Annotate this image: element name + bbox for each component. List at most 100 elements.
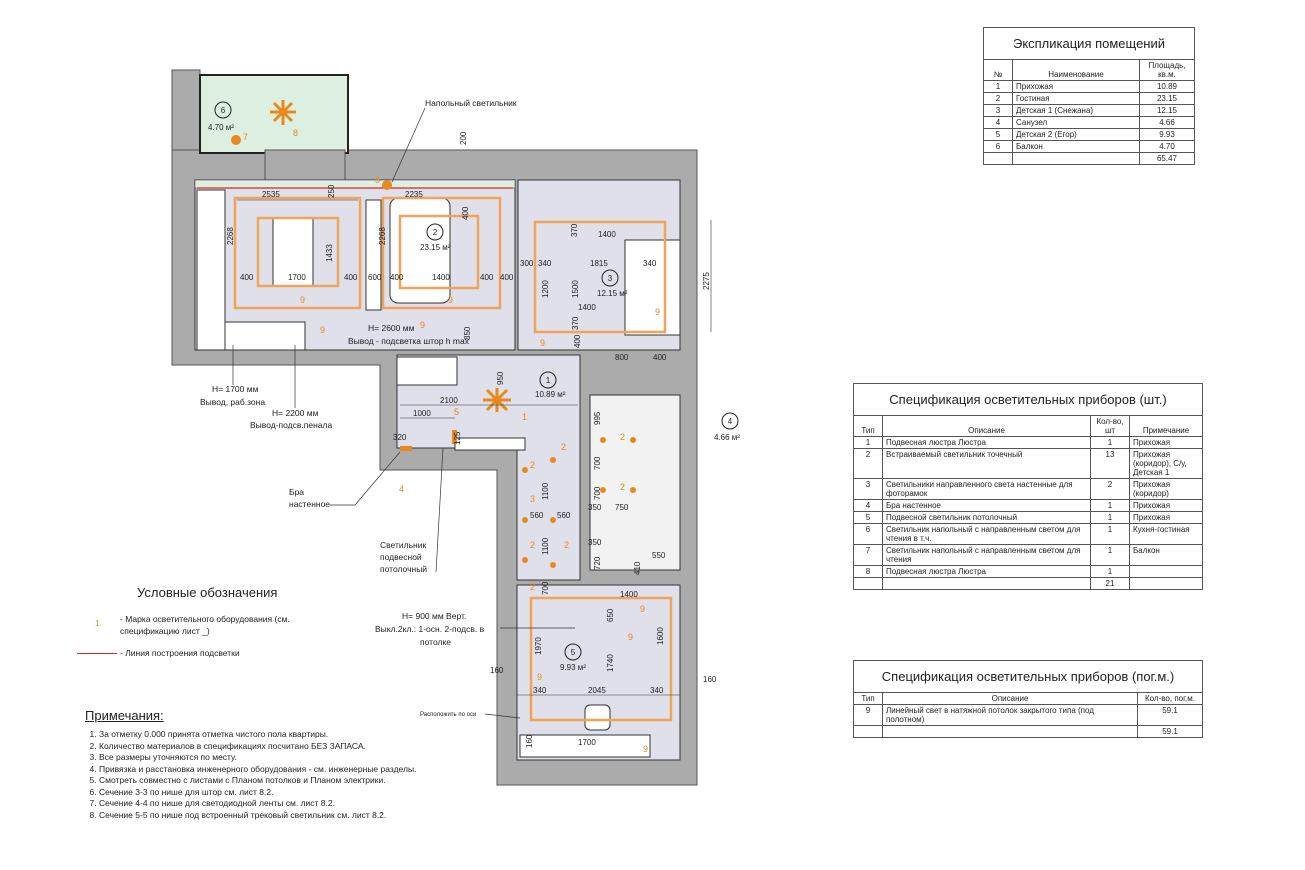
svg-text:12.15 м²: 12.15 м²	[597, 289, 628, 298]
svg-text:720: 720	[593, 556, 602, 570]
svg-text:2535: 2535	[262, 190, 280, 199]
svg-text:9: 9	[537, 672, 542, 682]
svg-text:250: 250	[327, 184, 336, 198]
svg-text:9: 9	[640, 604, 645, 614]
floor-lamp-living-icon	[382, 180, 392, 190]
room-tag-1: 110.89 м²	[535, 371, 566, 399]
svg-text:1100: 1100	[541, 482, 550, 500]
svg-text:700: 700	[593, 486, 602, 500]
svg-text:потолке: потолке	[420, 637, 451, 647]
spec-pcs-title: Спецификация осветительных приборов (шт.…	[853, 383, 1203, 416]
svg-text:настенное: настенное	[289, 499, 330, 509]
svg-text:1970: 1970	[534, 637, 543, 655]
curtain-niche	[194, 179, 516, 189]
chandelier-balcony-icon	[270, 100, 296, 125]
svg-text:H= 900 мм Верт.: H= 900 мм Верт.	[402, 611, 466, 621]
svg-text:550: 550	[652, 551, 666, 560]
notes: Примечания: За отметку 0.000 принята отм…	[85, 708, 416, 821]
legend-mark-text: - Марка осветительного оборудования (см.…	[120, 614, 290, 636]
total-row: 65.47	[983, 152, 1195, 165]
col-name: Наименование	[1012, 59, 1140, 81]
kitchen-cabinets	[196, 189, 226, 351]
svg-text:1400: 1400	[598, 230, 616, 239]
kitchen-counter	[224, 321, 306, 351]
balcony-door	[264, 149, 346, 181]
svg-text:400: 400	[653, 353, 667, 362]
svg-text:1: 1	[522, 412, 527, 422]
fixture-marks: 9 9 9 9 9 9 6 7 8 1 2 2 2 2 3 4 5 2 2 2 …	[243, 128, 660, 754]
svg-text:9: 9	[540, 338, 545, 348]
legend-line-text: - Линия построения подсветки	[120, 648, 240, 658]
col-desc: Описание	[882, 415, 1091, 437]
svg-text:1000: 1000	[413, 409, 431, 418]
svg-text:700: 700	[541, 581, 550, 595]
svg-text:400: 400	[240, 273, 254, 282]
cove-lighting	[233, 196, 673, 722]
svg-text:400: 400	[500, 273, 514, 282]
floor-lamp-icon	[231, 135, 241, 145]
svg-text:2: 2	[433, 228, 438, 237]
svg-text:2: 2	[620, 482, 625, 492]
svg-text:5: 5	[571, 648, 576, 657]
svg-text:400: 400	[573, 334, 582, 348]
col-qty: Кол-во, пог.м.	[1137, 692, 1203, 705]
note-item: Количество материалов в спецификациях по…	[99, 741, 416, 753]
svg-text:1400: 1400	[578, 303, 596, 312]
svg-text:Напольный светильник: Напольный светильник	[425, 98, 517, 108]
svg-text:Расположить по оси: Расположить по оси	[420, 712, 476, 718]
svg-text:6: 6	[221, 106, 226, 115]
svg-text:160: 160	[490, 666, 504, 675]
svg-text:2235: 2235	[405, 190, 423, 199]
svg-text:7: 7	[243, 132, 248, 142]
total-row: 59.1	[853, 725, 1203, 738]
svg-text:Светильник: Светильник	[380, 540, 426, 550]
chair-room5	[584, 704, 611, 731]
svg-text:4: 4	[399, 484, 404, 494]
svg-text:Выкл.2кл.: 1-осн. 2-подсв. в: Выкл.2кл.: 1-осн. 2-подсв. в	[375, 624, 485, 634]
svg-text:200: 200	[459, 131, 468, 145]
svg-text:9: 9	[643, 744, 648, 754]
svg-text:560: 560	[557, 511, 571, 520]
col-area: Площадь, кв.м.	[1139, 59, 1195, 81]
svg-text:9: 9	[628, 632, 633, 642]
svg-text:Вывод - подсветка штор h max: Вывод - подсветка штор h max	[348, 336, 470, 346]
annotations: Напольный светильник H= 2600 мм Вывод - …	[200, 98, 575, 719]
svg-text:400: 400	[461, 206, 470, 220]
svg-text:3: 3	[608, 274, 613, 283]
svg-text:340: 340	[650, 686, 664, 695]
legend-mark-symbol: 1	[95, 618, 100, 628]
svg-text:2: 2	[561, 442, 566, 452]
note-item: Сечение 4-4 по нише для светодиодной лен…	[99, 798, 416, 810]
note-item: За отметку 0.000 принята отметка чистого…	[99, 729, 416, 741]
svg-text:950: 950	[496, 371, 505, 385]
svg-text:340: 340	[643, 259, 657, 268]
note-item: Все размеры уточняются по месту.	[99, 752, 416, 764]
svg-text:300: 300	[520, 259, 534, 268]
col-note: Примечание	[1129, 415, 1203, 437]
svg-text:340: 340	[533, 686, 547, 695]
svg-text:2268: 2268	[378, 227, 387, 245]
svg-text:800: 800	[615, 353, 629, 362]
svg-text:4.70 м²: 4.70 м²	[208, 123, 234, 132]
svg-text:700: 700	[593, 456, 602, 470]
svg-text:1700: 1700	[578, 738, 596, 747]
pendant-icon	[452, 430, 457, 444]
total-row: 21	[853, 577, 1203, 590]
svg-text:H= 2200 мм: H= 2200 мм	[272, 408, 319, 418]
svg-text:370: 370	[571, 316, 580, 330]
svg-text:400: 400	[344, 273, 358, 282]
svg-text:1815: 1815	[590, 259, 608, 268]
chandelier-icon	[483, 388, 511, 412]
svg-text:9.93 м²: 9.93 м²	[560, 663, 586, 672]
spotlight-icons	[522, 437, 636, 568]
room-hallway	[396, 354, 581, 581]
svg-text:4.66 м²: 4.66 м²	[714, 433, 740, 442]
